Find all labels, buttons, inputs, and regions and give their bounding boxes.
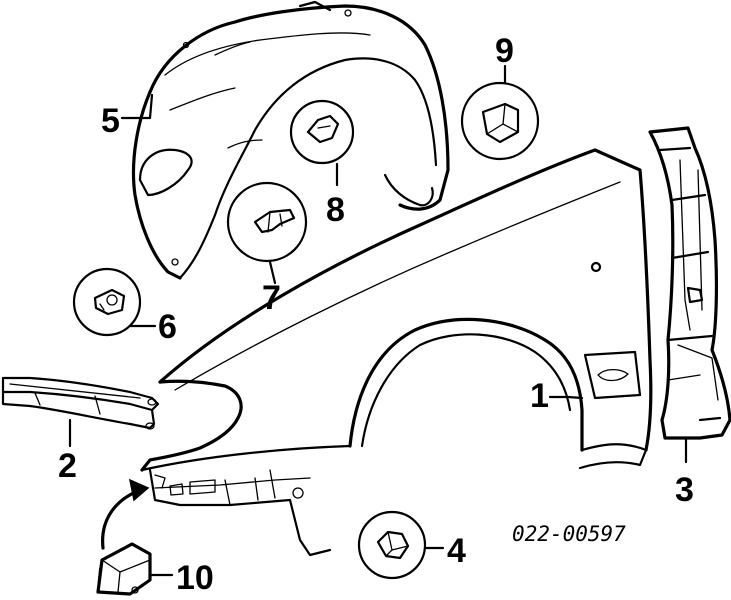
leader-lines bbox=[68, 64, 688, 577]
diagram-part-code: 022-00597 bbox=[512, 522, 626, 546]
wheelhouse-liner-part-5 bbox=[131, 0, 450, 280]
callout-3: 3 bbox=[675, 471, 694, 509]
callout-6: 6 bbox=[158, 308, 177, 346]
fender-bracket-part-2 bbox=[1, 376, 160, 430]
callout-8: 8 bbox=[326, 191, 345, 229]
leader-7 bbox=[268, 260, 277, 285]
callout-5: 5 bbox=[101, 102, 120, 140]
clip-part-7 bbox=[226, 181, 308, 263]
clip-part-9 bbox=[460, 81, 540, 161]
front-fender-part-1 bbox=[140, 148, 653, 557]
clip-part-4 bbox=[357, 510, 427, 580]
leader-1 bbox=[548, 395, 584, 400]
clip-part-8 bbox=[289, 99, 355, 165]
callout-7: 7 bbox=[262, 279, 281, 317]
callout-2: 2 bbox=[58, 447, 77, 485]
callout-4: 4 bbox=[447, 532, 466, 570]
callout-1: 1 bbox=[530, 377, 549, 415]
leader-5 bbox=[120, 93, 154, 120]
clip-part-6 bbox=[72, 267, 142, 337]
callout-10: 10 bbox=[176, 559, 214, 597]
callout-9: 9 bbox=[495, 32, 514, 70]
apron-panel-part-3 bbox=[648, 126, 731, 440]
marker-lamp-part-10 bbox=[96, 478, 152, 596]
